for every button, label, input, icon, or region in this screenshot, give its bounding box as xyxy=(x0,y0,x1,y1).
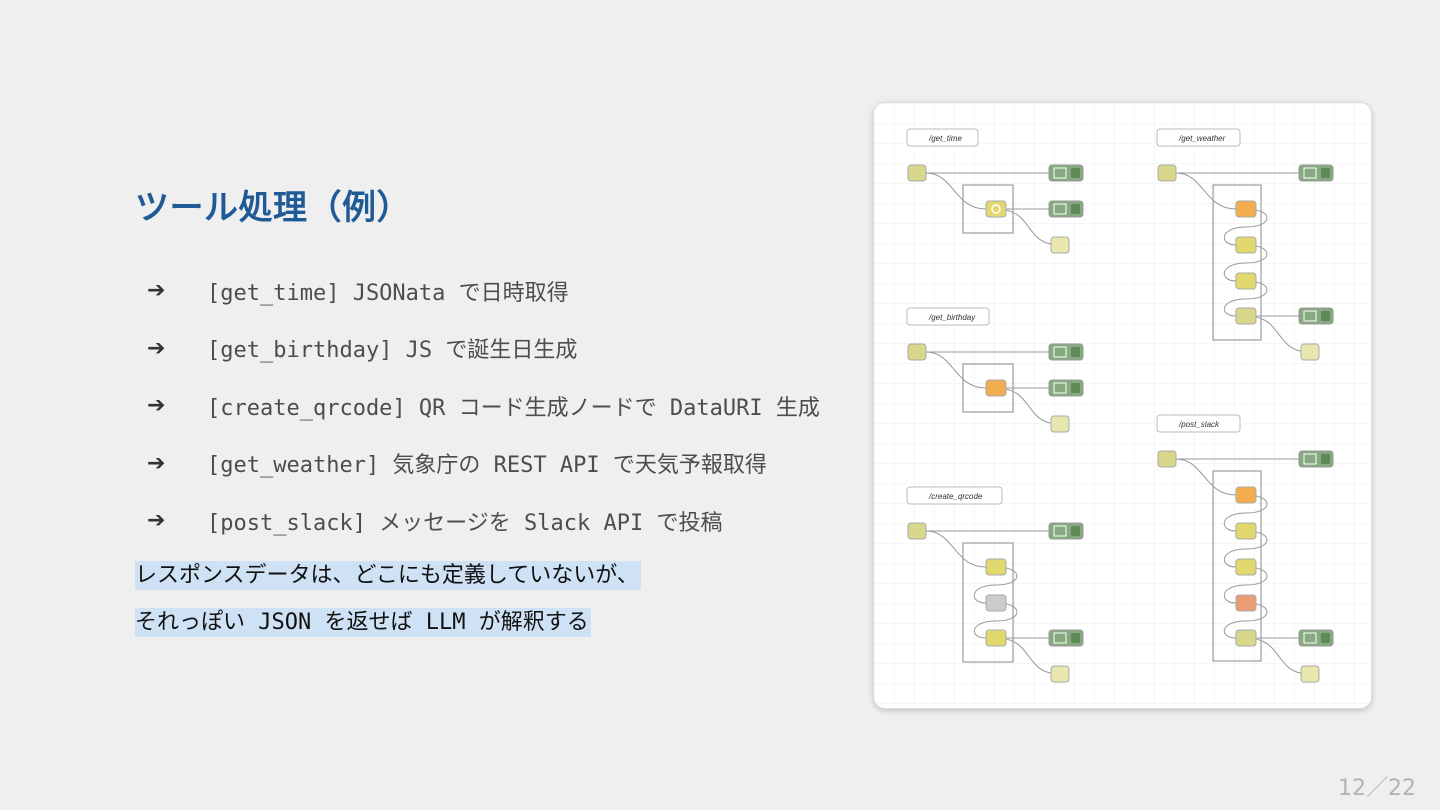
debug-list-icon xyxy=(1303,632,1317,644)
function-node xyxy=(1235,200,1257,218)
debug-list-icon xyxy=(1053,525,1067,537)
list-item: ➔ [post_slack] メッセージを Slack API で投稿 xyxy=(147,492,820,550)
http-response-node xyxy=(1300,343,1320,361)
bullet-text: [get_birthday] JS で誕生日生成 xyxy=(207,338,578,364)
flow-diagram: /get_time /get_birthday xyxy=(874,103,1371,708)
flow-post-slack: /post_slack xyxy=(1156,414,1334,683)
http-response-node xyxy=(1300,665,1320,683)
grid-background xyxy=(874,103,1371,708)
http-in-node xyxy=(1157,450,1177,468)
list-item: ➔ [get_time] JSONata で日時取得 xyxy=(147,262,820,320)
arrow-icon: ➔ xyxy=(147,508,166,534)
arrow-icon: ➔ xyxy=(147,278,166,304)
note-line-1: レスポンスデータは、どこにも定義していないが、 xyxy=(135,561,641,590)
http-in-node xyxy=(907,164,927,182)
debug-toggle-icon xyxy=(1071,383,1080,393)
debug-list-icon xyxy=(1053,167,1067,179)
template-node xyxy=(1235,594,1257,612)
function-node xyxy=(985,379,1007,397)
change-node xyxy=(1235,558,1257,576)
group-box xyxy=(1212,184,1262,341)
flow-label: /get_birthday xyxy=(928,313,976,322)
debug-list-icon xyxy=(1303,167,1317,179)
flow-tab: /get_birthday xyxy=(906,307,990,326)
debug-list-icon xyxy=(1053,203,1067,215)
debug-toggle-icon xyxy=(1321,168,1330,178)
page-number: 12／22 xyxy=(1338,776,1416,801)
arrow-icon: ➔ xyxy=(147,335,166,361)
http-response-node xyxy=(1050,665,1070,683)
note-line-2: それっぽい JSON を返せば LLM が解釈する xyxy=(135,608,591,637)
list-item: ➔ [get_weather] 気象庁の REST API で天気予報取得 xyxy=(147,435,820,493)
flow-tab: /get_weather xyxy=(1156,128,1241,147)
debug-toggle-icon xyxy=(1071,347,1080,357)
debug-toggle-icon xyxy=(1071,204,1080,214)
http-response-node xyxy=(1050,415,1070,433)
filter-node xyxy=(1235,522,1257,540)
debug-list-icon xyxy=(1053,632,1067,644)
list-item: ➔ [create_qrcode] QR コード生成ノードで DataURI 生… xyxy=(147,377,820,435)
function-node xyxy=(1235,486,1257,504)
debug-list-icon xyxy=(1053,382,1067,394)
flow-label: /get_weather xyxy=(1178,134,1226,143)
http-response-node xyxy=(1050,236,1070,254)
flow-tab: /create_qrcode xyxy=(906,486,1003,505)
flow-tab: /post_slack xyxy=(1156,414,1241,433)
change-node xyxy=(985,558,1007,576)
change-node xyxy=(1235,272,1257,290)
node-red-flow-screenshot: /get_time /get_birthday xyxy=(873,102,1372,709)
http-in-node xyxy=(907,522,927,540)
arrow-icon: ➔ xyxy=(147,450,166,476)
bullet-text: [create_qrcode] QR コード生成ノードで DataURI 生成 xyxy=(207,395,820,421)
bullet-text: [get_weather] 気象庁の REST API で天気予報取得 xyxy=(207,453,767,479)
flow-label: /create_qrcode xyxy=(928,492,983,501)
arrow-icon: ➔ xyxy=(147,393,166,419)
debug-list-icon xyxy=(1303,453,1317,465)
debug-toggle-icon xyxy=(1321,311,1330,321)
flow-tab: /get_time xyxy=(906,128,979,147)
flow-label: /post_slack xyxy=(1178,420,1220,429)
http-request-node xyxy=(1235,307,1257,325)
flow-label: /get_time xyxy=(928,134,962,143)
debug-toggle-icon xyxy=(1071,526,1080,536)
page-title: ツール処理（例） xyxy=(135,188,411,228)
debug-toggle-icon xyxy=(1321,633,1330,643)
highlight-note: レスポンスデータは、どこにも定義していないが、 それっぽい JSON を返せば … xyxy=(135,557,641,651)
debug-toggle-icon xyxy=(1071,168,1080,178)
http-in-node xyxy=(907,343,927,361)
debug-toggle-icon xyxy=(1071,633,1080,643)
debug-toggle-icon xyxy=(1321,454,1330,464)
change-node xyxy=(985,629,1007,647)
bullet-text: [get_time] JSONata で日時取得 xyxy=(207,280,569,306)
bullet-list: ➔ [get_time] JSONata で日時取得 ➔ [get_birthd… xyxy=(147,262,820,550)
qrcode-node xyxy=(985,594,1007,612)
debug-list-icon xyxy=(1053,346,1067,358)
filter-node xyxy=(1235,236,1257,254)
http-request-node xyxy=(1235,629,1257,647)
group-box xyxy=(962,542,1014,663)
group-box xyxy=(1212,470,1262,662)
list-item: ➔ [get_birthday] JS で誕生日生成 xyxy=(147,320,820,378)
bullet-text: [post_slack] メッセージを Slack API で投稿 xyxy=(207,510,723,536)
debug-list-icon xyxy=(1303,310,1317,322)
function-node xyxy=(985,200,1007,218)
http-in-node xyxy=(1157,164,1177,182)
